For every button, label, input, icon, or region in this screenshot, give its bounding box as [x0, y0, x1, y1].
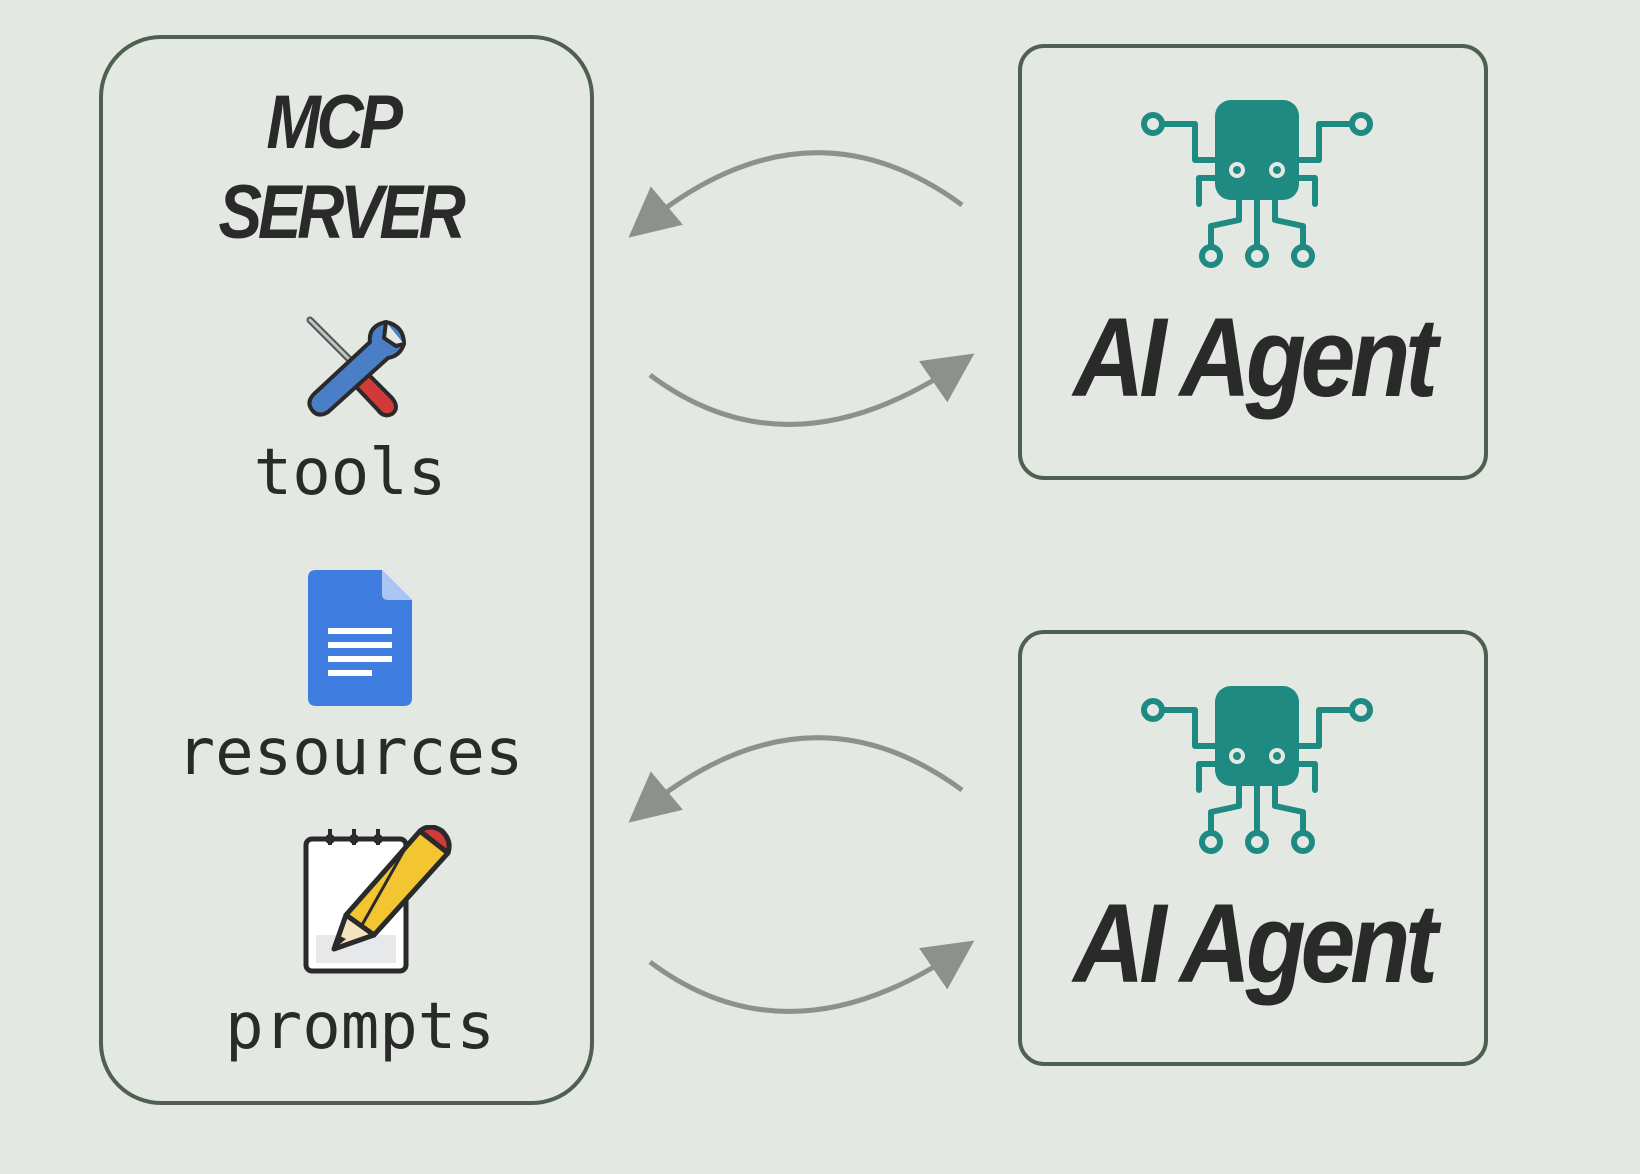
resources-label: resources — [176, 716, 524, 790]
notepad-pencil-icon — [303, 825, 452, 974]
arrow-agent1-to-server — [628, 150, 964, 238]
agent-label-2: AI Agent — [1073, 881, 1438, 1006]
server-title: MCP SERVER — [218, 80, 466, 255]
arrow-server-to-agent2 — [648, 940, 975, 1014]
agent-label-1: AI Agent — [1073, 295, 1438, 420]
prompts-label: prompts — [225, 990, 495, 1064]
document-icon — [308, 570, 412, 706]
octopus-robot-icon — [1141, 100, 1373, 268]
arrow-server-to-agent1 — [648, 353, 975, 427]
arrow-agent2-to-server — [628, 735, 964, 823]
mcp-server-box — [99, 35, 594, 1105]
tools-label: tools — [253, 436, 447, 510]
agent-box-2: AI Agent — [1018, 630, 1488, 1066]
octopus-robot-icon — [1141, 686, 1373, 854]
wrench-screwdriver-icon — [306, 316, 406, 418]
agent-box-1: AI Agent — [1018, 44, 1488, 480]
